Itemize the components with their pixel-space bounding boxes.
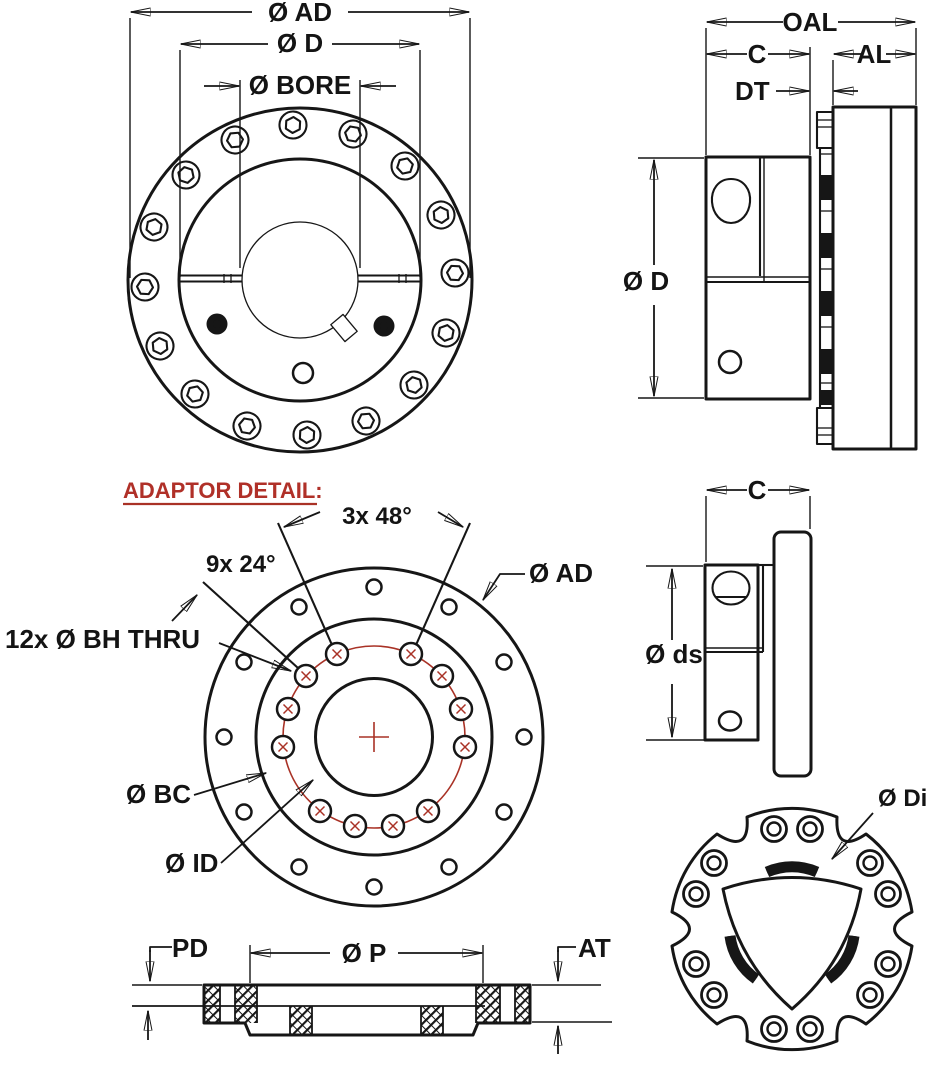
dim-label-c2: C: [748, 475, 767, 505]
dim-label-d: Ø D: [277, 28, 323, 58]
keyway-hole-2: [711, 570, 751, 606]
dim-label-bc: Ø BC: [126, 779, 191, 809]
dim-label-id: Ø ID: [165, 848, 218, 878]
dim-label-ds: Ø ds: [645, 639, 703, 669]
dim-label-d-side: Ø D: [623, 266, 669, 296]
bolt-head-bottom: [815, 406, 835, 446]
element-center-hole: [721, 876, 863, 1011]
adaptor-section-view: PD Ø P AT: [132, 933, 612, 1054]
section-outline: [202, 983, 532, 1037]
front-view: Ø AD Ø D Ø BORE: [126, 0, 474, 454]
element-outline: [670, 806, 914, 1052]
dim-label-di: Ø Di: [878, 785, 927, 812]
element-slots: [724, 861, 860, 984]
dim-label-bh-thru: 12x Ø BH THRU: [5, 624, 200, 654]
side-view: OAL C AL DT Ø D: [623, 7, 918, 451]
dim-label-ad-detail: Ø AD: [529, 558, 593, 588]
adaptor-plate-side: [831, 105, 918, 451]
dim-label-3x48: 3x 48°: [342, 503, 412, 530]
elastomer-stack: [815, 110, 835, 446]
dim-label-at: AT: [578, 933, 611, 963]
dim-label-bore: Ø BORE: [249, 70, 352, 100]
outer-hole-ring: [215, 578, 533, 896]
dim-label-ad: Ø AD: [268, 0, 332, 27]
bolt-head-top: [815, 110, 835, 150]
dim-label-p: Ø P: [342, 938, 387, 968]
adaptor-detail-view: ADAPTOR DETAIL: 3x 48°: [5, 478, 593, 908]
adaptor-side-view: C Ø ds: [645, 475, 813, 778]
element-view: Ø Di: [670, 785, 927, 1052]
dim-label-pd: PD: [172, 933, 208, 963]
center-mark: [359, 722, 389, 752]
keyway-notch: [330, 313, 358, 343]
dim-label-al: AL: [857, 39, 892, 69]
bolt-ring: [129, 109, 471, 451]
adaptor-plate-side-2: [772, 530, 813, 778]
dim-label-dt: DT: [735, 76, 770, 106]
dim-label-c: C: [748, 39, 767, 69]
adaptor-detail-title: ADAPTOR DETAIL:: [123, 478, 323, 503]
keyway-hole: [710, 177, 752, 225]
dim-label-oal: OAL: [783, 7, 838, 37]
dim-label-9x24: 9x 24°: [206, 551, 276, 578]
